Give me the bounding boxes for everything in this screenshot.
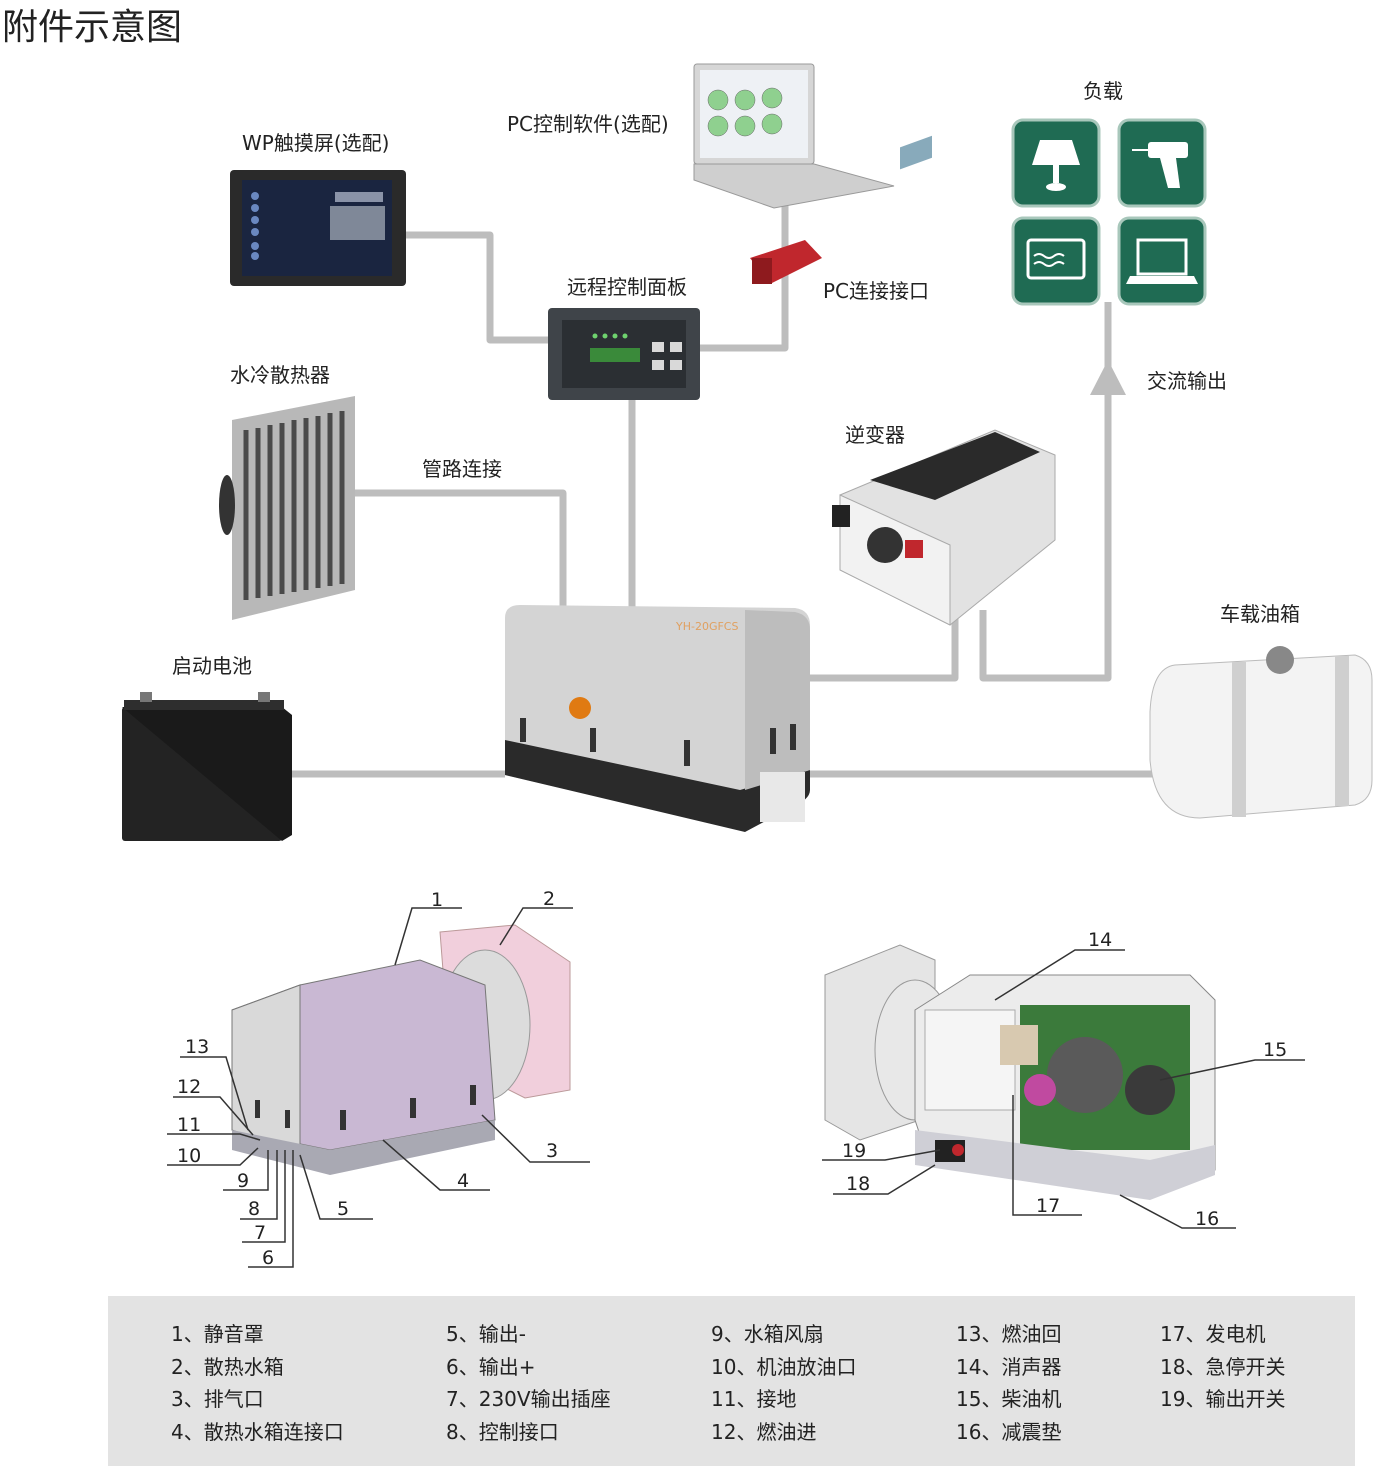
legend-column-5: 17、发电机 18、急停开关 19、输出开关 bbox=[1160, 1318, 1285, 1416]
connection-lines bbox=[292, 200, 1160, 778]
label-battery: 启动电池 bbox=[172, 654, 252, 678]
callout-14: 14 bbox=[1088, 929, 1112, 951]
generator-set: YH-20GFCS bbox=[505, 605, 810, 832]
legend-item: 6、输出+ bbox=[446, 1354, 536, 1379]
label-inverter: 逆变器 bbox=[845, 423, 905, 447]
genset-left-view bbox=[231, 924, 571, 1175]
legend-item: 18、急停开关 bbox=[1160, 1354, 1286, 1379]
callout-16: 16 bbox=[1195, 1208, 1219, 1230]
drill-icon bbox=[1117, 118, 1207, 208]
legend-item: 17、发电机 bbox=[1160, 1322, 1266, 1346]
lamp-icon bbox=[1011, 118, 1101, 208]
legend-item: 19、输出开关 bbox=[1160, 1387, 1286, 1411]
callout-13: 13 bbox=[185, 1036, 209, 1058]
legend-item: 10、机油放油口 bbox=[711, 1354, 857, 1379]
legend-item: 8、控制接口 bbox=[446, 1419, 559, 1444]
parts-legend: 1、静音罩 2、散热水箱 3、排气口 4、散热水箱连接口 5、输出- 6、输出+… bbox=[108, 1296, 1355, 1466]
legend-item: 15、柴油机 bbox=[956, 1387, 1062, 1411]
callout-19: 19 bbox=[842, 1140, 866, 1162]
remote-control-panel bbox=[548, 308, 700, 400]
microwave-icon bbox=[1011, 216, 1101, 306]
legend-column-3: 9、水箱风扇 10、机油放油口 11、接地 12、燃油进 bbox=[711, 1318, 856, 1448]
callout-15: 15 bbox=[1263, 1039, 1287, 1061]
callout-4: 4 bbox=[457, 1170, 469, 1192]
callout-11: 11 bbox=[177, 1114, 201, 1136]
callout-2: 2 bbox=[543, 888, 555, 910]
callout-17: 17 bbox=[1036, 1195, 1060, 1217]
legend-column-4: 13、燃油回 14、消声器 15、柴油机 16、减震垫 bbox=[956, 1318, 1061, 1448]
legend-item: 2、散热水箱 bbox=[171, 1354, 284, 1379]
label-pc-interface: PC连接接口 bbox=[823, 279, 929, 303]
page-title: 附件示意图 bbox=[2, 7, 183, 48]
label-ac-output: 交流输出 bbox=[1147, 369, 1227, 393]
legend-item: 16、减震垫 bbox=[956, 1419, 1062, 1444]
legend-item: 7、230V输出插座 bbox=[446, 1387, 611, 1411]
laptop-load-icon bbox=[1117, 216, 1207, 306]
callout-12: 12 bbox=[177, 1076, 201, 1098]
starter-battery bbox=[122, 692, 292, 841]
callout-numbers: 1 2 3 4 5 6 7 8 9 10 11 12 13 14 15 16 1… bbox=[177, 888, 1287, 1269]
callout-lines bbox=[167, 907, 1305, 1268]
label-load: 负载 bbox=[1083, 79, 1123, 103]
label-pc-software: PC控制软件(选配) bbox=[507, 112, 669, 136]
inverter bbox=[832, 135, 1056, 626]
genset-model: YH-20GFCS bbox=[675, 620, 738, 633]
callout-10: 10 bbox=[177, 1145, 201, 1167]
callout-8: 8 bbox=[248, 1198, 260, 1220]
load-icons bbox=[1011, 118, 1207, 306]
wp-touchscreen bbox=[230, 170, 406, 286]
label-pipe-connect: 管路连接 bbox=[422, 457, 502, 481]
pc-interface-adapter bbox=[750, 240, 822, 284]
component-labels: WP触摸屏(选配) PC控制软件(选配) 负载 远程控制面板 PC连接接口 交流… bbox=[172, 79, 1300, 678]
legend-item: 12、燃油进 bbox=[711, 1419, 817, 1444]
water-radiator bbox=[219, 396, 355, 620]
label-wp-touchscreen: WP触摸屏(选配) bbox=[242, 131, 389, 155]
vehicle-fuel-tank bbox=[1149, 646, 1373, 819]
legend-column-2: 5、输出- 6、输出+ 7、230V输出插座 8、控制接口 bbox=[446, 1318, 611, 1448]
legend-item: 11、接地 bbox=[711, 1387, 797, 1411]
legend-item: 3、排气口 bbox=[171, 1387, 264, 1411]
label-fuel-tank: 车载油箱 bbox=[1220, 602, 1300, 626]
callout-7: 7 bbox=[254, 1222, 266, 1244]
genset-right-view bbox=[824, 944, 1216, 1200]
callout-18: 18 bbox=[846, 1173, 870, 1195]
legend-item: 4、散热水箱连接口 bbox=[171, 1419, 344, 1444]
callout-9: 9 bbox=[237, 1170, 249, 1192]
label-remote-panel: 远程控制面板 bbox=[567, 275, 687, 299]
legend-item: 5、输出- bbox=[446, 1322, 526, 1346]
ac-output-arrow bbox=[1090, 302, 1126, 395]
legend-column-1: 1、静音罩 2、散热水箱 3、排气口 4、散热水箱连接口 bbox=[171, 1318, 344, 1448]
callout-1: 1 bbox=[431, 889, 443, 911]
callout-6: 6 bbox=[262, 1247, 274, 1269]
label-radiator: 水冷散热器 bbox=[230, 363, 330, 387]
callout-5: 5 bbox=[337, 1198, 349, 1220]
legend-item: 13、燃油回 bbox=[956, 1322, 1062, 1346]
pc-laptop bbox=[693, 63, 895, 209]
legend-item: 9、水箱风扇 bbox=[711, 1322, 824, 1346]
legend-item: 1、静音罩 bbox=[171, 1322, 264, 1346]
legend-item: 14、消声器 bbox=[956, 1354, 1062, 1379]
callout-3: 3 bbox=[546, 1140, 558, 1162]
